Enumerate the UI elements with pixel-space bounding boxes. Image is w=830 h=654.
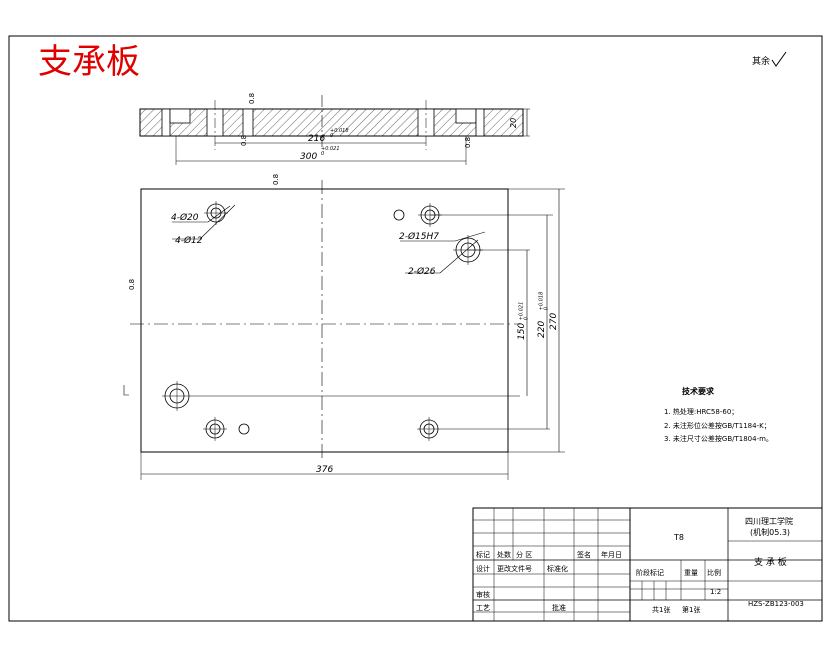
label-holes-15: 2-Ø15H7 <box>399 231 439 242</box>
dim-width: 376 <box>316 465 333 475</box>
tb-label: 批准 <box>552 603 566 612</box>
tb-label: 阶段标记 <box>636 568 664 577</box>
tb-label: 设计 <box>476 564 490 573</box>
tb-label: 处数 <box>497 550 511 559</box>
tb-label: 签名 <box>577 550 591 559</box>
label-holes-20: 4-Ø20 <box>171 212 199 223</box>
tb-label: 重量 <box>684 569 698 577</box>
dim-20: 20 <box>509 118 518 128</box>
tb-label: 更改文件号 <box>497 564 532 573</box>
svg-text:0.8: 0.8 <box>128 279 136 290</box>
svg-text:0.8: 0.8 <box>248 93 256 104</box>
svg-text:0.8: 0.8 <box>464 137 472 148</box>
plan-view: 4-Ø20 4-Ø12 2-Ø15H7 2-Ø26 376 270 220 15… <box>123 174 565 480</box>
dim-216: 216 <box>308 134 325 144</box>
tb-label: 年月日 <box>601 550 622 559</box>
surface-mark-label: 其余 <box>752 55 770 67</box>
dim-pin-v: 150 <box>517 323 527 340</box>
dim-height: 270 <box>549 313 559 330</box>
material: T8 <box>673 533 684 542</box>
svg-text:0.8: 0.8 <box>240 135 248 146</box>
tech-req-title: 技术要求 <box>682 386 715 396</box>
tb-label: 分 区 <box>516 550 532 559</box>
drawing-title: 支承板 <box>38 42 140 82</box>
tech-req-item: 1. 热处理:HRC58-60； <box>664 407 738 416</box>
tb-label: 比例 <box>707 568 721 577</box>
tol-150: +0.021 0 <box>518 301 530 321</box>
dim-300: 300 <box>300 152 317 162</box>
scale: 1:2 <box>710 588 721 596</box>
drawing-border <box>8 35 823 622</box>
tol-220: +0.018 0 <box>538 291 550 311</box>
tb-label: 标准化 <box>547 564 568 573</box>
tb-label: 审核 <box>476 590 490 599</box>
tech-req-item: 3. 未注尺寸公差按GB/T1804-m。 <box>664 434 773 443</box>
sheet-no: 第1张 <box>682 605 700 614</box>
sheets-total: 共1张 <box>652 605 670 614</box>
school: 四川理工学院 <box>745 516 793 526</box>
roughness-check-icon <box>771 51 787 67</box>
label-holes-12: 4-Ø12 <box>175 235 203 246</box>
section-view: 216 300 20 0.8 0.8 0.8 <box>139 93 530 165</box>
tol-300: +0.021 0 <box>321 146 340 157</box>
tech-requirements: 技术要求 1. 热处理:HRC58-60； 2. 未注形位公差按GB/T1184… <box>664 386 773 443</box>
tb-label: 工艺 <box>476 604 490 612</box>
svg-text:0.8: 0.8 <box>272 174 280 185</box>
plate-outline <box>140 188 509 453</box>
label-holes-26: 2-Ø26 <box>408 266 436 277</box>
part-name: 支 承 板 <box>754 556 787 568</box>
tech-req-item: 2. 未注形位公差按GB/T1184-K； <box>664 421 771 430</box>
title-block-text: T8 四川理工学院 (机制05.3) 支 承 板 HZS-ZB123-003 1… <box>476 516 804 614</box>
drawing-no: HZS-ZB123-003 <box>748 600 804 608</box>
tol-216: +0.018 0 <box>330 128 349 139</box>
dept: (机制05.3) <box>750 527 790 537</box>
title-block <box>472 507 823 622</box>
tb-label: 标记 <box>476 550 490 559</box>
dim-inner-v: 220 <box>537 321 547 338</box>
